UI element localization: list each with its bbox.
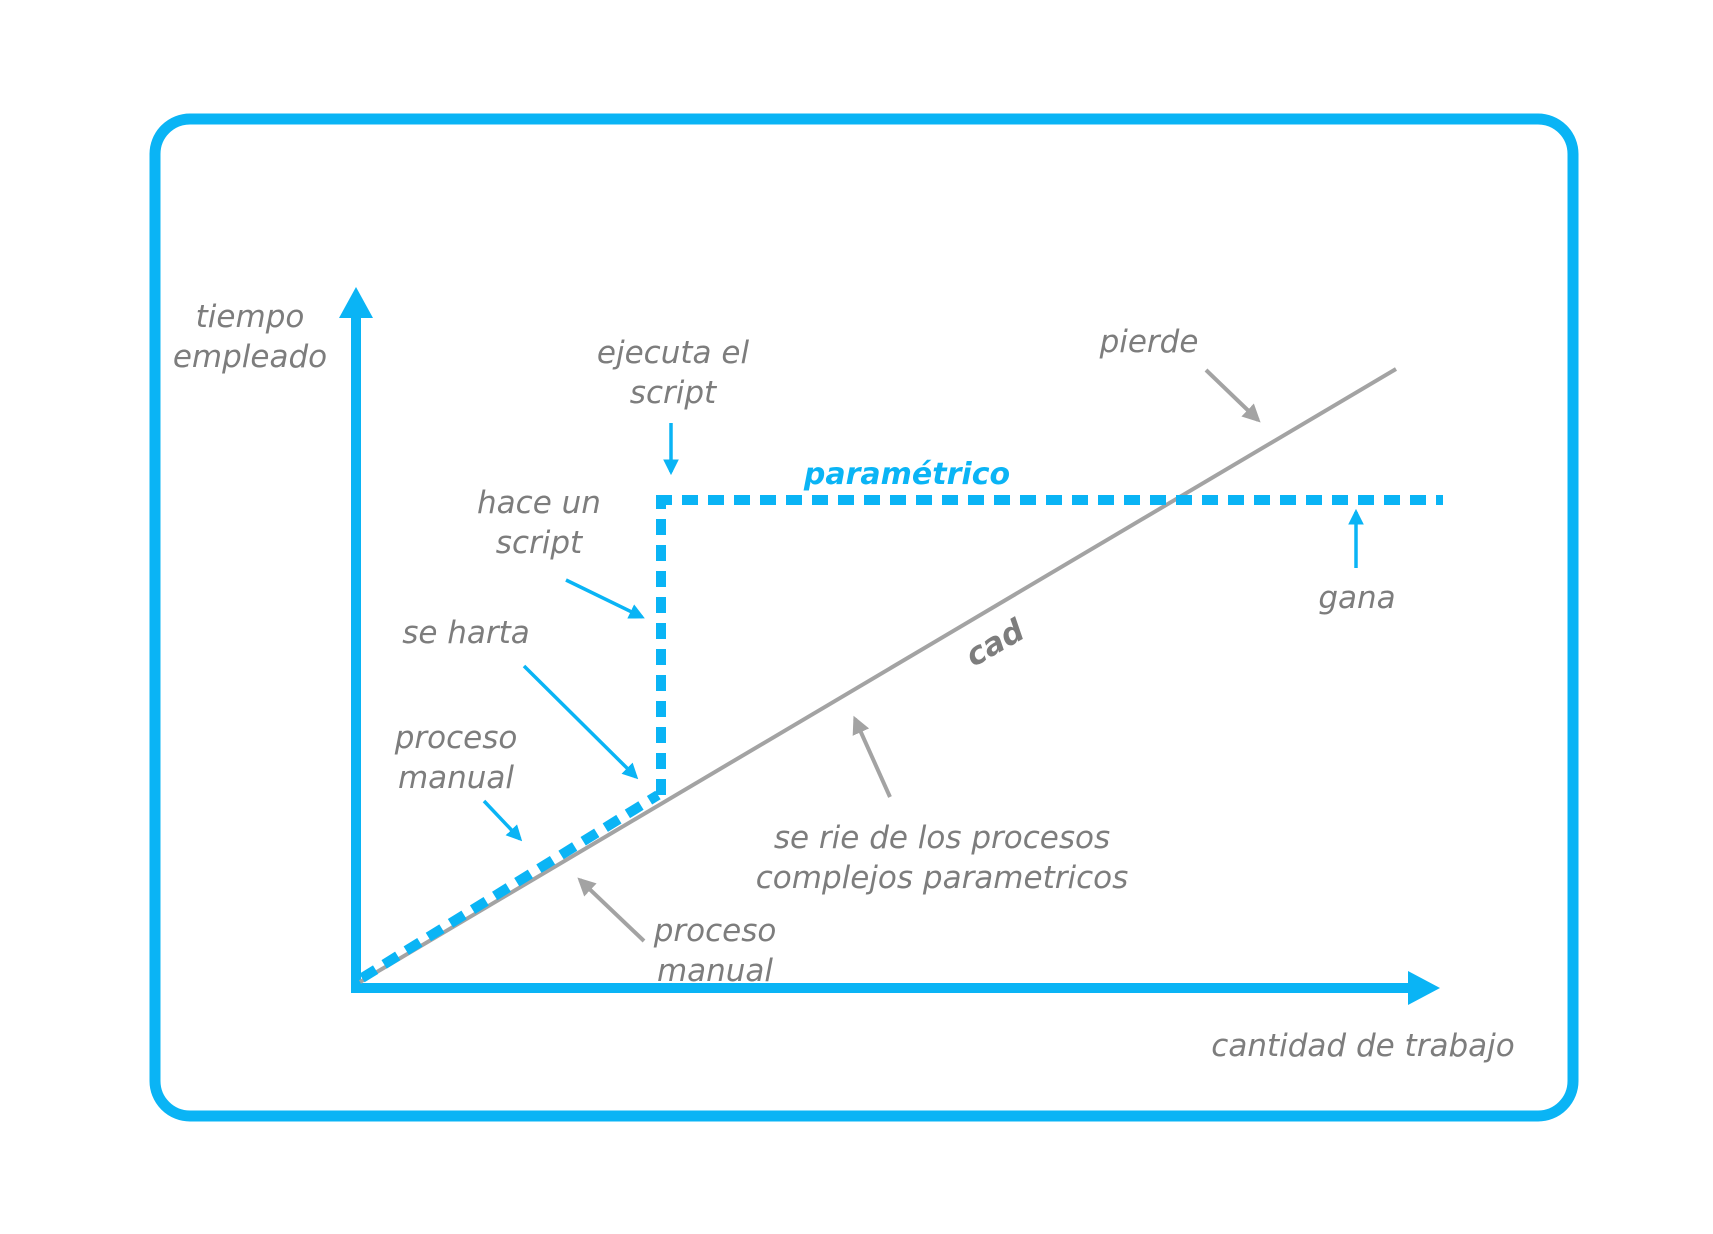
proceso-bottom-arrow (577, 877, 646, 943)
proceso-top-arrow (482, 799, 523, 842)
hace-arrow (565, 578, 645, 619)
se-rie-arrow (852, 715, 892, 798)
annotation-pierde: pierde (1099, 324, 1199, 360)
cad-line (358, 367, 1398, 984)
x-axis-arrowhead (1408, 971, 1440, 1005)
x-axis-label: cantidad de trabajo (1211, 1028, 1514, 1064)
annotation-proceso-bottom-line1: proceso (653, 913, 777, 949)
diagram-frame (149, 113, 1579, 1122)
annotation-se-rie-line2: complejos parametricos (756, 860, 1129, 896)
annotation-hace-line2: script (496, 525, 584, 561)
annotation-proceso-top-line2: manual (398, 760, 514, 796)
annotation-se-rie-line1: se rie de los procesos (774, 820, 1110, 856)
parametric-label: paramétrico (803, 457, 1010, 492)
annotation-proceso-top-line1: proceso (394, 720, 518, 756)
parametric-manual-segment (359, 790, 661, 983)
y-axis-label-line1: tiempo (196, 299, 305, 335)
y-axis-arrowhead (339, 287, 373, 318)
annotation-ejecuta-line1: ejecuta el (597, 335, 750, 371)
annotation-proceso-bottom-line2: manual (657, 953, 773, 989)
pierde-arrow (1204, 368, 1261, 423)
annotation-hace-line1: hace un (477, 485, 601, 521)
x-axis (351, 971, 1440, 1005)
se-harta-arrow (522, 664, 639, 780)
annotation-gana: gana (1318, 580, 1395, 616)
annotation-se-harta: se harta (402, 615, 530, 651)
y-axis-label-line2: empleado (173, 339, 327, 375)
annotation-ejecuta-line2: script (630, 375, 718, 411)
parametric-curve (359, 495, 1443, 983)
y-axis (339, 287, 373, 993)
